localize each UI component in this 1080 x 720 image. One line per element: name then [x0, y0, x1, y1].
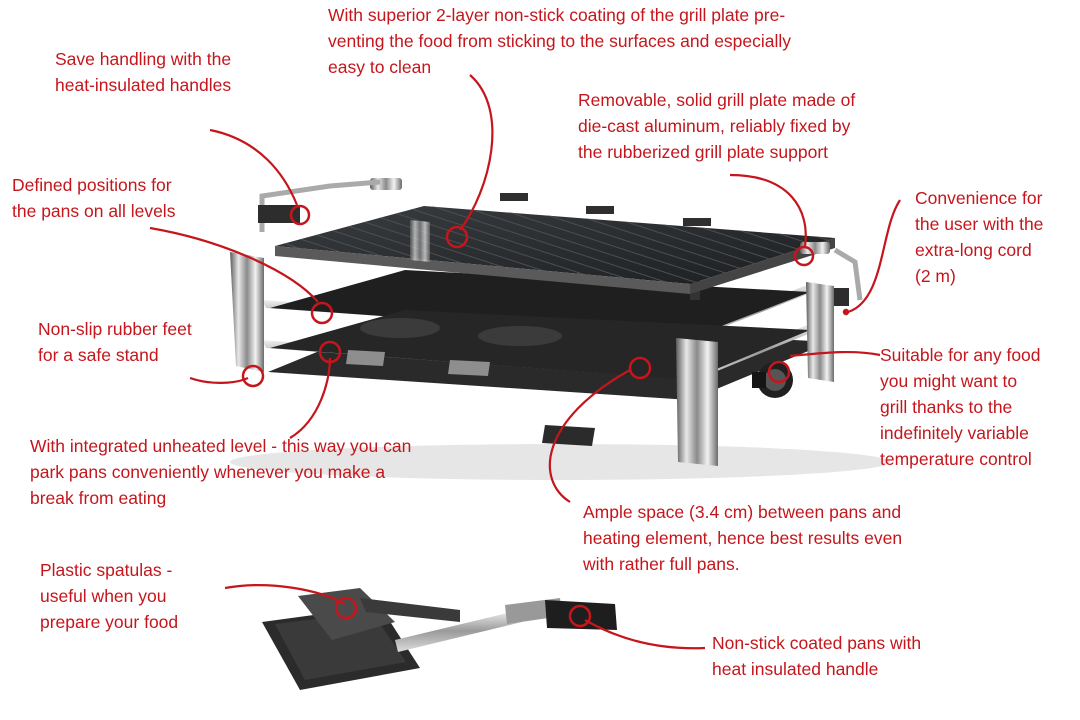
annotation-pans: Non-stick coated pans with heat insulate…: [712, 633, 922, 679]
callout-line-spatulas: [224, 584, 346, 605]
annotation-level: With integrated unheated level - this wa…: [30, 436, 412, 508]
marker-space: [628, 356, 652, 380]
callout-line-pans: [584, 619, 706, 650]
annotation-spatulas: Plastic spatulas - useful when you prepa…: [40, 560, 179, 632]
callout-markers: [241, 204, 850, 628]
annotation-temperature: Suitable for any food you might want to …: [880, 345, 1041, 469]
callout-line-level: [289, 357, 332, 439]
marker-spatulas: [334, 596, 358, 620]
annotation-positions: Defined positions for the pans on all le…: [12, 175, 176, 221]
marker-temp: [767, 360, 791, 384]
annotation-space: Ample space (3.4 cm) between pans and he…: [583, 502, 903, 574]
marker-plate: [793, 245, 815, 267]
marker-level: [318, 340, 342, 364]
callout-line-space: [548, 369, 631, 503]
marker-feet: [241, 364, 265, 388]
raclette-grill-illustration: [230, 178, 890, 480]
marker-pans: [568, 604, 592, 628]
callout-line-plate: [729, 173, 807, 247]
annotation-plate: Removable, solid grill plate made of die…: [578, 90, 856, 162]
callout-line-feet: [189, 376, 249, 384]
marker-positions: [310, 301, 334, 325]
annotation-coating: With superior 2-layer non-stick coating …: [328, 5, 792, 77]
callout-line-temp: [789, 350, 881, 358]
marker-cord: [842, 308, 850, 316]
callout-line-handles: [209, 128, 299, 206]
annotation-handles: Save handling with the heat-insulated ha…: [55, 49, 232, 95]
annotation-cord: Convenience for the user with the extra-…: [915, 188, 1044, 286]
callout-line-coating: [459, 74, 494, 231]
marker-coating: [445, 225, 469, 249]
callout-lines: [149, 74, 901, 650]
pan-and-spatula-illustration: [262, 588, 617, 690]
marker-handles: [289, 204, 311, 226]
annotation-feet: Non-slip rubber feet for a safe stand: [38, 319, 192, 365]
callout-line-positions: [149, 226, 319, 303]
callout-line-cord: [847, 199, 901, 314]
